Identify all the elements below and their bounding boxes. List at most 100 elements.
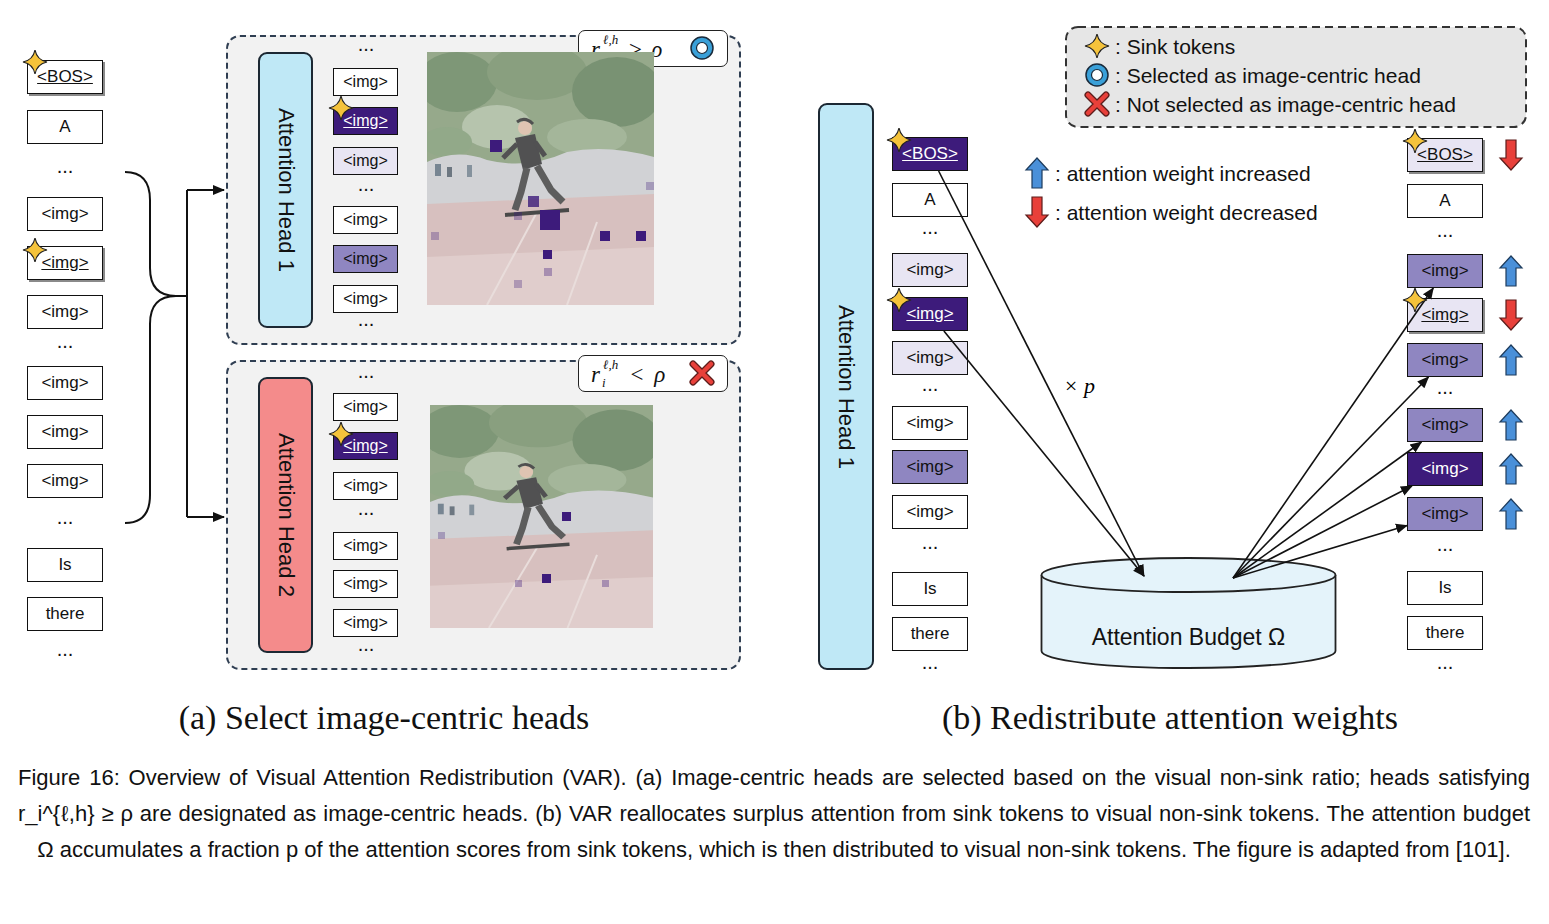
token-box: <img>: [333, 107, 398, 135]
ellipsis: ...: [922, 652, 939, 672]
attention-arrow: [1233, 525, 1407, 578]
ellipsis: ...: [1437, 534, 1454, 554]
ellipsis: ...: [358, 309, 375, 329]
token-box: <img>: [333, 147, 398, 175]
node-text: there: [911, 624, 950, 644]
token-box: <img>: [1407, 254, 1483, 288]
node-text: <img>: [41, 471, 88, 491]
token-box: <img>: [892, 450, 968, 484]
node-text: <img>: [1421, 305, 1468, 325]
node-text: Is: [923, 579, 936, 599]
attention-arrow: [1233, 486, 1412, 578]
token-box: <img>: [27, 415, 103, 449]
node-text: Is: [58, 555, 71, 575]
node-text: <BOS>: [37, 67, 93, 87]
ratio-math: i: [602, 376, 606, 389]
node-text: <img>: [906, 502, 953, 522]
node-text: <img>: [343, 112, 387, 130]
token-box: <img>: [333, 245, 398, 273]
figure-caption: Figure 16: Overview of Visual Attention …: [18, 760, 1530, 868]
panel-caption: (b) Redistribute attention weights: [942, 701, 1398, 735]
ellipsis: ...: [57, 507, 74, 527]
edge-label: × p: [1064, 373, 1095, 399]
token-box: <img>: [27, 197, 103, 231]
token-box: <img>: [27, 246, 103, 280]
attention-arrow: [1233, 288, 1433, 578]
photo-illustration: [417, 44, 662, 305]
token-box: <BOS>: [1407, 138, 1483, 172]
legend-box: [1066, 27, 1526, 127]
head-panel: rℓ,hi< ρAttention Head 2<img><img><img><…: [226, 360, 741, 670]
token-box: <img>: [333, 570, 398, 598]
node-text: <img>: [906, 260, 953, 280]
node-text: <img>: [906, 348, 953, 368]
ratio-math: r: [591, 363, 600, 386]
node-text: <img>: [343, 73, 387, 91]
node-text: <img>: [41, 373, 88, 393]
node-text: A: [924, 190, 935, 210]
panel-caption: (a) Select image-centric heads: [179, 701, 590, 735]
token-box: <img>: [892, 341, 968, 375]
node-text: A: [59, 117, 70, 137]
node-text: <img>: [906, 304, 953, 324]
legend-text: : attention weight increased: [1055, 163, 1311, 184]
ellipsis: ...: [358, 174, 375, 194]
node-text: there: [1426, 623, 1465, 643]
ellipsis: ...: [358, 361, 375, 381]
token-box: A: [892, 183, 968, 217]
attention-squares: [431, 140, 654, 587]
ratio-math: < ρ: [629, 363, 665, 386]
legend-text: : attention weight decreased: [1055, 202, 1318, 223]
ellipsis: ...: [922, 532, 939, 552]
ellipsis: ...: [922, 217, 939, 237]
token-box: <img>: [27, 366, 103, 400]
head-markers: [691, 37, 1108, 382]
token-box: Is: [1407, 571, 1483, 605]
ellipsis: ...: [358, 634, 375, 654]
ellipsis: ...: [57, 331, 74, 351]
node-text: <img>: [343, 575, 387, 593]
token-box: <img>: [1407, 298, 1483, 332]
node-text: <img>: [343, 290, 387, 308]
ratio-math: r: [591, 38, 600, 61]
token-box: <img>: [333, 472, 398, 500]
node-text: <img>: [1421, 459, 1468, 479]
token-box: <BOS>: [892, 137, 968, 171]
node-text: <img>: [343, 437, 387, 455]
bracket: [125, 172, 224, 523]
node-text: <img>: [1421, 415, 1468, 435]
ellipsis: ...: [1437, 652, 1454, 672]
attention-arrow: [944, 331, 1144, 576]
legend-text: : Not selected as image-centric head: [1115, 94, 1456, 115]
token-box: <img>: [27, 464, 103, 498]
ellipsis: ...: [57, 639, 74, 659]
attention-arrow: [1233, 442, 1421, 578]
ratio-math: i: [602, 51, 606, 64]
token-box: <img>: [333, 532, 398, 560]
node-text: <BOS>: [902, 144, 958, 164]
token-box: there: [892, 617, 968, 651]
ratio-math: ≥ ρ: [629, 38, 662, 61]
legend-text: : Selected as image-centric head: [1115, 65, 1421, 86]
node-text: <img>: [41, 253, 88, 273]
node-text: <img>: [343, 398, 387, 416]
cylinder-shape: [1040, 556, 1337, 670]
node-text: <img>: [343, 614, 387, 632]
node-text: Attention Head 1: [273, 108, 299, 272]
token-box: Is: [892, 572, 968, 606]
sink-stars: [23, 34, 1427, 446]
attention-arrow: [1233, 377, 1428, 578]
node-text: <img>: [1421, 504, 1468, 524]
attention-head: Attention Head 1: [818, 103, 874, 670]
token-box: A: [1407, 184, 1483, 218]
node-text: <img>: [1421, 350, 1468, 370]
node-text: <img>: [41, 302, 88, 322]
token-box: <img>: [892, 406, 968, 440]
node-text: Attention Head 1: [833, 305, 859, 469]
attention-arrow: [939, 171, 1144, 576]
